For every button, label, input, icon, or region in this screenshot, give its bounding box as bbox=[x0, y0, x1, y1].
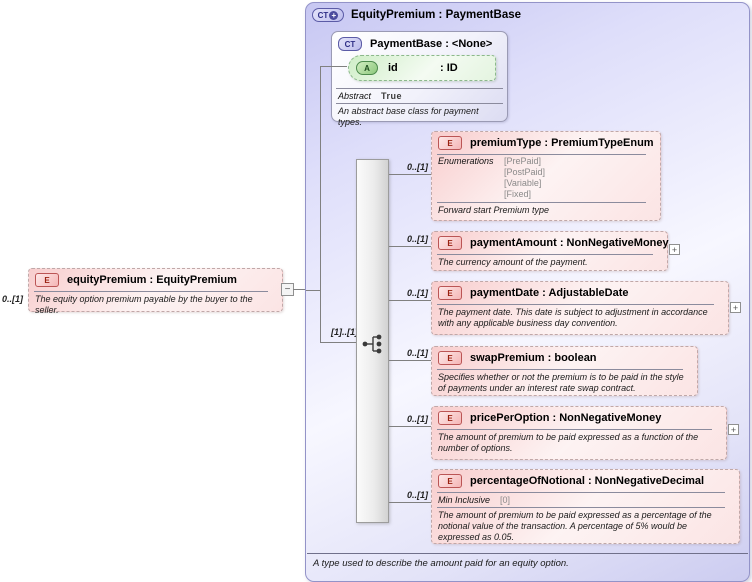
element-box-paymentAmount[interactable]: E paymentAmount : NonNegativeMoney The c… bbox=[431, 231, 669, 271]
base-type-doc: An abstract base class for payment types… bbox=[338, 106, 479, 127]
enumerations-label: Enumerations bbox=[438, 156, 494, 166]
child-cardinality-label: 0..[1] bbox=[406, 162, 428, 172]
complex-type-container: CT+ EquityPremium : PaymentBase CT Payme… bbox=[305, 2, 750, 582]
element-box-paymentDate[interactable]: E paymentDate : AdjustableDate The payme… bbox=[431, 281, 729, 335]
root-element-box-equityPremium[interactable]: E equityPremium : EquityPremium The equi… bbox=[28, 268, 283, 315]
enumeration-value: [Variable] bbox=[504, 178, 542, 188]
child-cardinality-label: 0..[1] bbox=[406, 490, 428, 500]
element-title: percentageOfNotional : NonNegativeDecima… bbox=[470, 475, 705, 487]
element-doc: The payment date. This date is subject t… bbox=[438, 307, 708, 328]
element-icon: E bbox=[438, 351, 462, 365]
connector-line bbox=[306, 290, 320, 291]
min-inclusive-value: [0] bbox=[500, 495, 511, 505]
divider bbox=[336, 103, 503, 104]
sequence-icon bbox=[362, 334, 382, 354]
element-icon: E bbox=[35, 273, 59, 287]
divider bbox=[437, 254, 653, 255]
derived-type-plus-icon: + bbox=[329, 10, 339, 20]
attribute-type: : ID bbox=[440, 62, 458, 74]
expand-toggle-icon[interactable]: + bbox=[669, 244, 680, 255]
complex-type-icon: CT+ bbox=[312, 8, 344, 22]
root-cardinality-label: 0..[1] bbox=[2, 294, 24, 304]
connector-line bbox=[389, 360, 431, 361]
child-cardinality-label: 0..[1] bbox=[406, 414, 428, 424]
enumeration-value: [Fixed] bbox=[504, 189, 532, 199]
enumeration-value: [PrePaid] bbox=[504, 156, 542, 166]
complex-type-doc-section: A type used to describe the amount paid … bbox=[306, 553, 749, 569]
element-title: swapPremium : boolean bbox=[470, 352, 597, 364]
child-cardinality-label: 0..[1] bbox=[406, 234, 428, 244]
connector-line bbox=[389, 426, 431, 427]
divider bbox=[307, 553, 748, 554]
element-title: premiumType : PremiumTypeEnum bbox=[470, 137, 654, 149]
element-title: paymentAmount : NonNegativeMoney bbox=[470, 237, 669, 249]
compositor-cardinality-label: [1]..[1] bbox=[331, 327, 358, 337]
element-icon: E bbox=[438, 236, 462, 250]
connector-line bbox=[389, 246, 431, 247]
divider bbox=[437, 507, 725, 508]
connector-line bbox=[320, 66, 321, 343]
divider bbox=[437, 369, 683, 370]
divider bbox=[437, 429, 712, 430]
divider bbox=[437, 202, 646, 203]
element-icon: E bbox=[438, 411, 462, 425]
complex-type-title: EquityPremium : PaymentBase bbox=[351, 9, 522, 21]
connector-line bbox=[320, 66, 347, 67]
element-box-percentageOfNotional[interactable]: E percentageOfNotional : NonNegativeDeci… bbox=[431, 469, 740, 544]
element-doc: Forward start Premium type bbox=[438, 205, 550, 215]
connector-line bbox=[389, 502, 431, 503]
attribute-box-id[interactable]: A id : ID bbox=[348, 55, 496, 81]
divider bbox=[34, 291, 268, 292]
element-icon: E bbox=[438, 474, 462, 488]
divider bbox=[336, 88, 503, 89]
sequence-bar[interactable] bbox=[356, 159, 389, 523]
attribute-name: id bbox=[388, 62, 398, 74]
element-icon: E bbox=[438, 136, 462, 150]
enumeration-value: [PostPaid] bbox=[504, 167, 546, 177]
attribute-icon: A bbox=[356, 61, 378, 75]
connector-line bbox=[389, 174, 431, 175]
divider bbox=[437, 304, 714, 305]
abstract-fact-value: True bbox=[381, 91, 403, 101]
element-box-swapPremium[interactable]: E swapPremium : boolean Specifies whethe… bbox=[431, 346, 698, 396]
element-doc: The amount of premium to be paid express… bbox=[438, 432, 699, 453]
base-type-box-PaymentBase[interactable]: CT PaymentBase : <None> A id : ID Abstra… bbox=[331, 31, 508, 127]
divider bbox=[437, 154, 646, 155]
enumeration-facts: Enumerations [PrePaid] [PostPaid] [Varia… bbox=[432, 155, 660, 202]
base-type-icon: CT bbox=[338, 37, 362, 51]
element-doc: The amount of premium to be paid express… bbox=[438, 510, 712, 542]
element-title: pricePerOption : NonNegativeMoney bbox=[470, 412, 662, 424]
element-title: paymentDate : AdjustableDate bbox=[470, 287, 629, 299]
expand-toggle-icon[interactable]: + bbox=[728, 424, 739, 435]
element-doc: Specifies whether or not the premium is … bbox=[438, 372, 684, 393]
child-cardinality-label: 0..[1] bbox=[406, 348, 428, 358]
base-type-title: PaymentBase : <None> bbox=[370, 38, 493, 50]
abstract-fact-label: Abstract bbox=[338, 91, 372, 101]
divider bbox=[437, 492, 725, 493]
element-box-premiumType[interactable]: E premiumType : PremiumTypeEnum Enumerat… bbox=[431, 131, 661, 221]
child-cardinality-label: 0..[1] bbox=[406, 288, 428, 298]
element-icon: E bbox=[438, 286, 462, 300]
min-inclusive-label: Min Inclusive bbox=[438, 495, 491, 505]
expand-toggle-icon[interactable]: + bbox=[730, 302, 741, 313]
connector-line bbox=[320, 342, 364, 343]
element-box-pricePerOption[interactable]: E pricePerOption : NonNegativeMoney The … bbox=[431, 406, 727, 460]
complex-type-header: CT+ EquityPremium : PaymentBase bbox=[312, 8, 521, 22]
root-element-doc: The equity option premium payable by the… bbox=[35, 294, 253, 315]
connector-line bbox=[389, 300, 431, 301]
element-doc: The currency amount of the payment. bbox=[438, 257, 588, 267]
root-element-title: equityPremium : EquityPremium bbox=[67, 274, 237, 286]
complex-type-icon-label: CT bbox=[317, 10, 329, 20]
complex-type-doc: A type used to describe the amount paid … bbox=[313, 558, 569, 569]
